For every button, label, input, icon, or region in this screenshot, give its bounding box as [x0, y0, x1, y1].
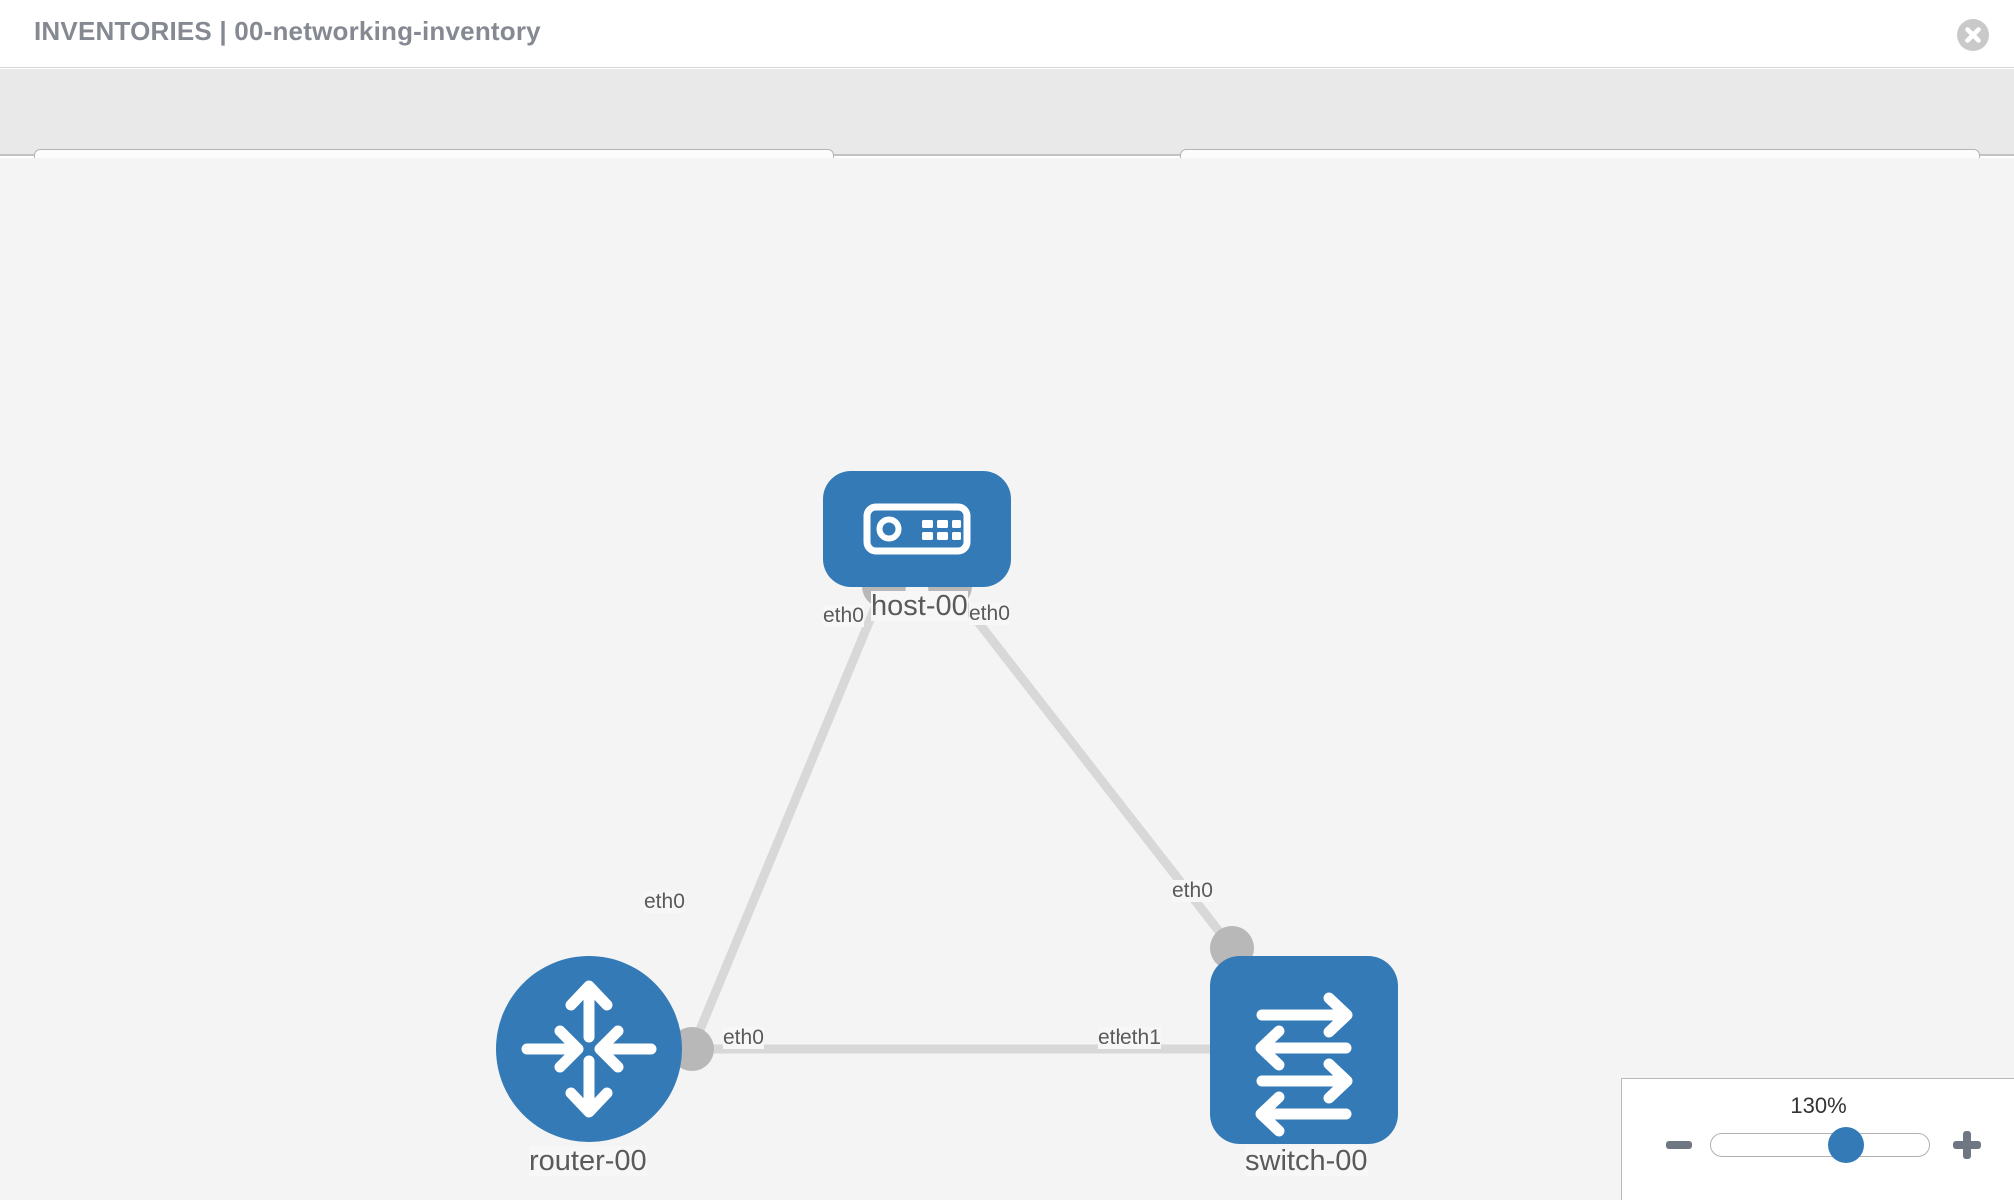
node-host-00	[823, 471, 1011, 587]
node-label-router-00: router-00	[529, 1145, 647, 1177]
topology-graph	[496, 471, 1398, 1144]
link-endpoints	[670, 564, 1254, 1071]
topology-canvas[interactable]: host-00 router-00 switch-00 eth0 eth0 et…	[0, 158, 2014, 1200]
edge-label-host-eth0-right: eth0	[969, 602, 1010, 626]
node-router-00	[496, 956, 682, 1142]
node-host-00-hit[interactable]	[823, 471, 1011, 587]
node-switch-00	[1210, 956, 1398, 1144]
edge-label-router-eth0-uplink: eth0	[644, 890, 685, 914]
node-router-00-hit[interactable]	[496, 956, 682, 1142]
zoom-level-label: 130%	[1790, 1093, 1847, 1118]
zoom-slider-track[interactable]	[1710, 1133, 1930, 1157]
toolbar: ACTIONS SEARCH	[0, 69, 2014, 202]
node-label-switch-00: switch-00	[1245, 1145, 1368, 1177]
close-icon[interactable]	[1956, 18, 1990, 52]
page-title: INVENTORIES | 00-networking-inventory	[34, 16, 541, 46]
node-switch-00-hit[interactable]	[1210, 956, 1398, 1144]
edge-label-host-eth0-left: eth0	[823, 604, 864, 628]
zoom-control-panel: 130%	[1621, 1078, 2014, 1200]
edge-label-router-eth0: eth0	[723, 1026, 764, 1050]
node-label-host-00: host-00	[871, 590, 968, 622]
zoom-in-button[interactable]	[1953, 1131, 1981, 1159]
zoom-out-button[interactable]	[1666, 1141, 1692, 1149]
edge-host-router	[687, 581, 889, 1054]
edge-label-switch-eth1: eth1	[1120, 1026, 1161, 1050]
page-header: INVENTORIES | 00-networking-inventory	[0, 0, 2014, 68]
zoom-slider-thumb[interactable]	[1828, 1127, 1865, 1163]
edge-label-switch-eth0-uplink: eth0	[1172, 879, 1213, 903]
